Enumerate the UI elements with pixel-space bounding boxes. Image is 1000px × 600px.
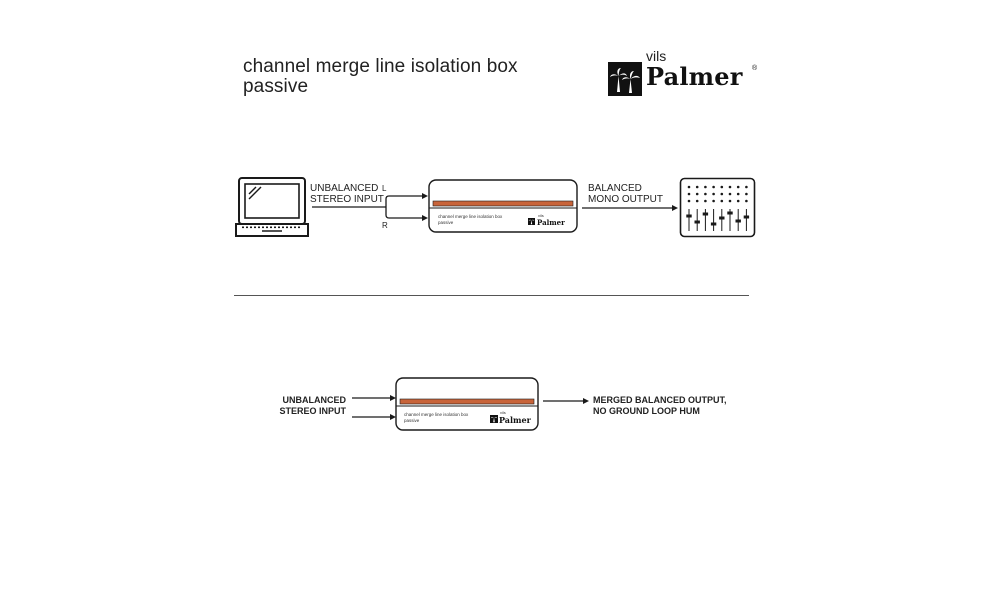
bottom-input-arrows [352, 395, 396, 420]
mixer-knob-icon [745, 199, 748, 203]
laptop-icon [235, 177, 309, 237]
mixer-knob-icon [704, 185, 707, 189]
mixer-fader-cap [686, 214, 692, 218]
top-device-text2: passive [438, 220, 454, 225]
bottom-device-logo-icon [490, 415, 498, 423]
top-input-label-line2: STEREO INPUT [310, 194, 384, 205]
top-device-text: channel merge line isolation box [438, 214, 503, 219]
top-output-arrow [582, 205, 678, 211]
product-subtitle: passive [243, 76, 309, 97]
mixer-knob-icon [745, 192, 748, 196]
brand-name: Palmer [646, 62, 743, 91]
top-output-label: BALANCED MONO OUTPUT [588, 183, 663, 205]
mixer-fader-cap [735, 219, 741, 223]
mixer-fader-cap [702, 212, 709, 216]
right-channel-label: R [382, 221, 388, 230]
mixer-knob-icon [712, 192, 715, 196]
top-device-brand-prefix: vils [538, 213, 544, 218]
mixer-knob-icon [745, 185, 748, 189]
top-device-brand: Palmer [537, 218, 565, 227]
section-divider [234, 295, 749, 296]
bottom-device-brand: Palmer [499, 415, 531, 425]
mixer-fader-cap [727, 211, 733, 215]
mixer-knob-icon [728, 192, 732, 196]
mixer-knob-icon [712, 199, 715, 203]
mixer-fader-cap [710, 222, 717, 226]
mixer-knob-icon [695, 199, 699, 203]
mixer-knob-icon [720, 199, 724, 203]
left-channel-label: L [382, 184, 387, 193]
bottom-device-brand-prefix: vils [500, 410, 506, 415]
mixer-fader-cap [694, 220, 700, 224]
brand-prefix: vils [646, 48, 667, 64]
bottom-input-label: UNBALANCED STEREO INPUT [266, 395, 346, 417]
bottom-output-label: MERGED BALANCED OUTPUT, NO GROUND LOOP H… [593, 395, 727, 417]
mixer-knob-icon [720, 192, 724, 196]
mixer-knob-icon [687, 192, 691, 196]
top-output-label-line1: BALANCED [588, 183, 642, 194]
mixer-knob-icon [687, 199, 691, 203]
bottom-device-text: channel merge line isolation box [404, 412, 469, 417]
mixer-knob-icon [736, 185, 740, 189]
mixer-knob-icon [728, 199, 732, 203]
mixer-knob-icon [736, 199, 740, 203]
product-title: channel merge line isolation box [243, 56, 518, 77]
mixer-knob-icon [712, 185, 715, 189]
mixer-knob-icon [736, 192, 740, 196]
mixer-knob-icon [704, 199, 707, 203]
mixer-fader-cap [743, 215, 750, 219]
brand-logo: vils Palmer ® [606, 48, 766, 98]
mixer-fader-cap [719, 216, 725, 220]
palm-tree-logo-icon [608, 62, 642, 96]
bottom-device-text2: passive [404, 418, 420, 423]
bottom-output-arrow [543, 398, 589, 404]
bottom-isolation-box [395, 377, 539, 431]
mixer-knob-icon [687, 185, 691, 189]
top-input-connectors [312, 193, 428, 221]
mixer-knob-icon [720, 185, 724, 189]
mixer-knob-icon [704, 192, 707, 196]
mixing-console-icon [679, 177, 756, 238]
mixer-knob-icon [695, 185, 699, 189]
top-device-logo-icon [528, 218, 535, 225]
bottom-output-label-line2: NO GROUND LOOP HUM [593, 406, 700, 416]
bottom-input-label-line2: STEREO INPUT [279, 406, 346, 416]
bottom-input-label-line1: UNBALANCED [282, 395, 347, 405]
top-input-label-line1: UNBALANCED [310, 183, 379, 194]
brand-registered-mark: ® [752, 65, 758, 72]
mixer-knob-icon [695, 192, 699, 196]
mixer-knob-icon [728, 185, 732, 189]
top-isolation-box [428, 179, 578, 233]
bottom-output-label-line1: MERGED BALANCED OUTPUT, [593, 395, 727, 405]
top-output-label-line2: MONO OUTPUT [588, 194, 663, 205]
top-input-label: UNBALANCED STEREO INPUT [310, 183, 384, 205]
